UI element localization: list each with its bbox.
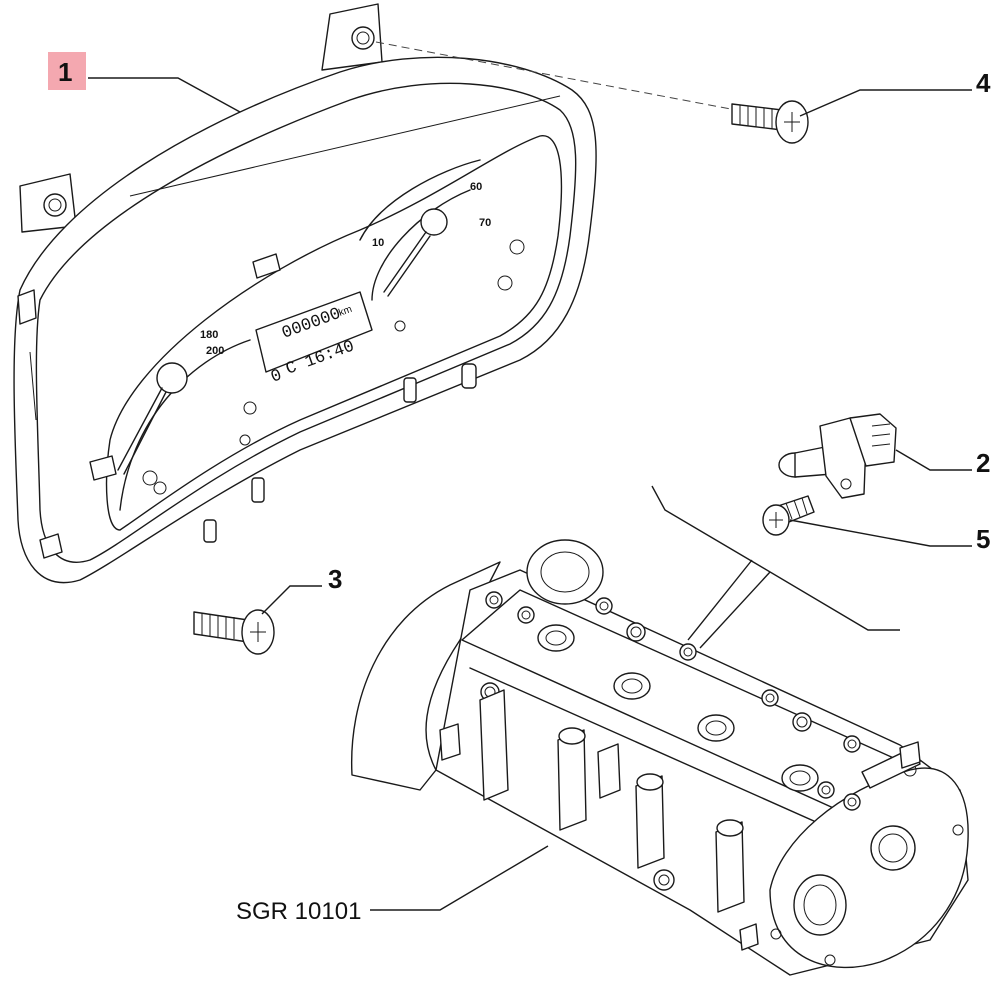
screw-part-4: [731, 100, 809, 144]
leader-lines: [88, 77, 972, 911]
reference-code: SGR 10101: [236, 898, 361, 925]
callout-1-highlight: [48, 52, 86, 90]
callout-5: 5: [976, 524, 990, 554]
odometer-unit: km: [337, 304, 353, 319]
screw-part-3: [193, 609, 275, 655]
speedo-label-180: 180: [200, 329, 218, 341]
assembly-line: [375, 41, 737, 111]
callout-1: 1: [58, 57, 72, 87]
tacho-label-70: 70: [479, 217, 491, 229]
screw-part-5: [762, 495, 815, 536]
callout-3: 3: [328, 564, 342, 594]
callout-4: 4: [976, 68, 991, 98]
instrument-cluster: 180 200 000000 km 0 C 16:40 10 60 70: [13, 3, 597, 584]
tacho-label-60: 60: [470, 181, 482, 193]
tacho-label-10: 10: [372, 237, 384, 249]
cylinder-head: [350, 539, 969, 976]
callout-2: 2: [976, 448, 990, 478]
speedo-label-200: 200: [206, 345, 224, 357]
sensor-part-2: [778, 413, 897, 499]
